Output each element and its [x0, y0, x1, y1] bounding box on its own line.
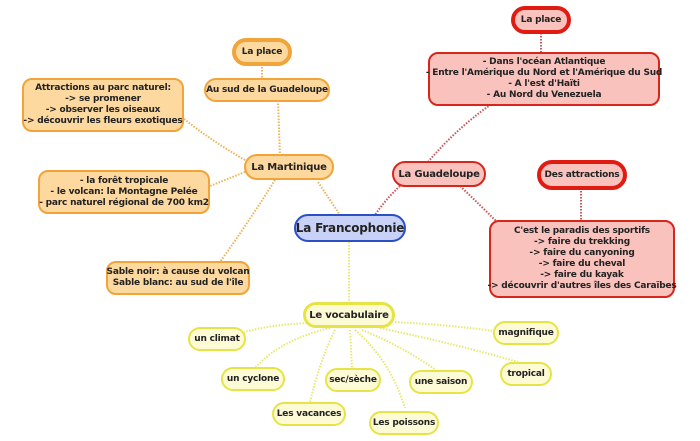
word-un-climat[interactable]: un climat: [188, 327, 246, 351]
attraction-line: -> faire du cheval: [538, 259, 626, 269]
link-martinique-attractions: [182, 117, 246, 161]
attr-line: -> se promener: [65, 94, 141, 104]
guadeloupe-place-title[interactable]: La place: [511, 6, 571, 34]
attractions-title-label: Des attractions: [544, 169, 620, 180]
word-label: magnifique: [498, 327, 554, 338]
guadeloupe-place-title-label: La place: [520, 14, 562, 25]
martinique-place-detail[interactable]: Au sud de la Guadeloupe: [204, 78, 330, 102]
sand-line: Sable noir: à cause du volcan: [106, 267, 250, 277]
attraction-line: C'est le paradis des sportifs: [514, 226, 650, 236]
link-vocab-climat: [243, 322, 308, 333]
word-les-poissons[interactable]: Les poissons: [369, 411, 439, 435]
word-tropical[interactable]: tropical: [500, 362, 552, 386]
vocabulaire-label: Le vocabulaire: [309, 309, 389, 321]
link-vocab-cyclone: [254, 327, 331, 369]
sand-line: Sable blanc: au sud de l'île: [112, 278, 244, 288]
link-guadeloupe-place: [427, 104, 491, 163]
attraction-line: -> faire du canyoning: [529, 248, 635, 258]
feature-line: - la forêt tropicale: [79, 175, 169, 186]
word-une-saison[interactable]: une saison: [409, 370, 473, 394]
guadeloupe-place-detail[interactable]: - Dans l'océan Atlantique - Entre l'Amér…: [425, 52, 663, 106]
word-label: tropical: [507, 368, 545, 379]
martinique-place-title-label: La place: [241, 46, 283, 57]
attr-line: -> observer les oiseaux: [45, 105, 161, 115]
word-label: un cyclone: [226, 373, 280, 384]
word-les-vacances[interactable]: Les vacances: [272, 402, 346, 426]
link-martinique-sand: [219, 179, 276, 263]
place-line: - A l'est d'Haïti: [508, 79, 580, 89]
martinique-place-title[interactable]: La place: [232, 38, 292, 66]
martinique-place-detail-label: Au sud de la Guadeloupe: [206, 84, 328, 95]
feature-line: - parc naturel régional de 700 km2: [39, 197, 209, 208]
vocabulaire-node[interactable]: Le vocabulaire: [303, 302, 395, 328]
link-vocab-poissons: [354, 329, 406, 409]
martinique-features[interactable]: - la forêt tropicale - le volcan: la Mon…: [38, 170, 210, 214]
martinique-sand[interactable]: Sable noir: à cause du volcan Sable blan…: [106, 261, 250, 295]
center-label: La Francophonie: [295, 220, 405, 235]
word-label: un climat: [194, 333, 240, 344]
link-guadeloupe-attractions: [459, 185, 498, 223]
word-un-cyclone[interactable]: un cyclone: [221, 367, 285, 391]
attraction-line: -> découvrir d'autres îles des Caraïbes: [487, 281, 677, 291]
link-vocab-saison: [361, 329, 437, 371]
guadeloupe-node[interactable]: La Guadeloupe: [392, 161, 486, 187]
guadeloupe-label: La Guadeloupe: [398, 168, 480, 180]
center-node[interactable]: La Francophonie: [294, 214, 406, 242]
attraction-line: -> faire du trekking: [534, 237, 630, 247]
martinique-label: La Martinique: [251, 161, 327, 173]
word-label: Les vacances: [276, 408, 342, 419]
link-martinique-place: [277, 100, 281, 157]
word-sec-seche[interactable]: sec/sèche: [325, 368, 381, 392]
place-line: - Entre l'Amérique du Nord et l'Amérique…: [425, 68, 663, 78]
link-vocab-sec: [349, 329, 353, 369]
link-vocab-vacances: [309, 329, 336, 403]
link-guadeloupe-center: [374, 185, 401, 216]
attr-line: -> découvrir les fleurs exotiques: [23, 116, 183, 126]
guadeloupe-attractions-detail[interactable]: C'est le paradis des sportifs -> faire d…: [487, 220, 677, 298]
link-vocab-tropical: [379, 327, 519, 363]
word-label: sec/sèche: [329, 374, 377, 385]
place-line: - Dans l'océan Atlantique: [482, 57, 606, 67]
word-label: une saison: [414, 376, 468, 387]
word-magnifique[interactable]: magnifique: [493, 321, 559, 345]
martinique-node[interactable]: La Martinique: [244, 154, 334, 180]
attraction-line: -> faire du kayak: [540, 270, 624, 280]
link-vocab-magnifique: [394, 321, 495, 332]
attr-line: Attractions au parc naturel:: [35, 83, 171, 93]
link-martinique-center: [317, 181, 341, 216]
place-line: - Au Nord du Venezuela: [486, 90, 602, 100]
martinique-attractions[interactable]: Attractions au parc naturel: -> se prome…: [22, 78, 184, 132]
feature-line: - le volcan: la Montagne Pelée: [50, 186, 198, 197]
link-martinique-features: [209, 171, 246, 187]
guadeloupe-attractions-title[interactable]: Des attractions: [537, 160, 627, 190]
word-label: Les poissons: [372, 417, 436, 428]
